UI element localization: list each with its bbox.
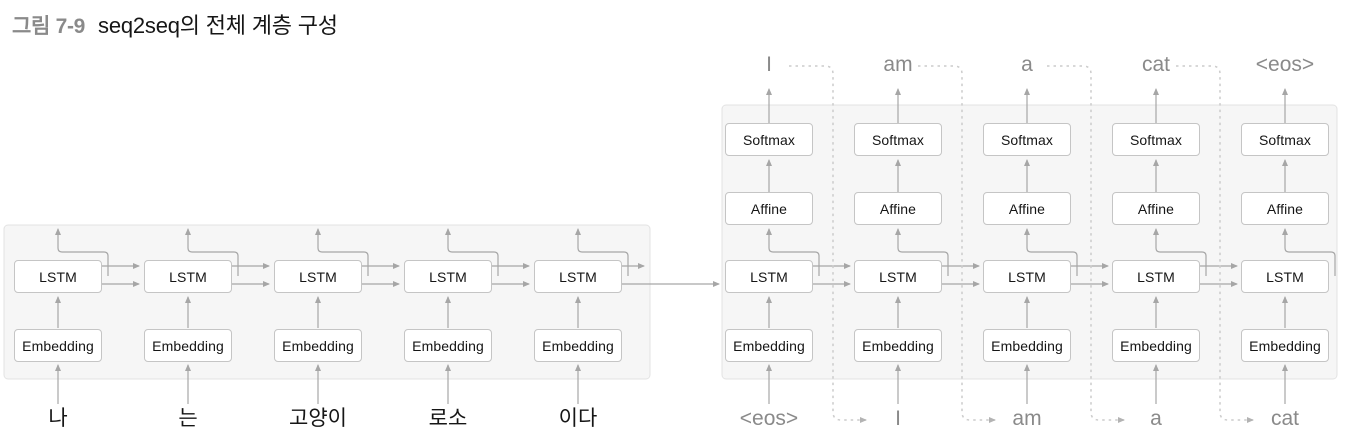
arrow-lstm-hidden-up bbox=[55, 228, 109, 276]
decoder-lstm-box-3: LSTM bbox=[983, 260, 1071, 293]
arrow-lstm-hidden-up bbox=[185, 228, 239, 276]
decoder-embedding-box-2: Embedding bbox=[854, 329, 942, 362]
encoder-embedding-box-1: Embedding bbox=[14, 329, 102, 362]
encoder-lstm-box-2: LSTM bbox=[144, 260, 232, 293]
decoder-affine-box-3: Affine bbox=[983, 192, 1071, 225]
decoder-softmax-box-3: Softmax bbox=[983, 123, 1071, 156]
encoder-lstm-box-3: LSTM bbox=[274, 260, 362, 293]
decoder-softmax-box-4: Softmax bbox=[1112, 123, 1200, 156]
encoder-lstm-box-4: LSTM bbox=[404, 260, 492, 293]
arrow-lstm-to-affine bbox=[766, 228, 820, 276]
decoder-output-word-5: <eos> bbox=[1255, 53, 1315, 76]
encoder-embedding-box-3: Embedding bbox=[274, 329, 362, 362]
decoder-input-word-1: <eos> bbox=[739, 407, 799, 430]
decoder-output-word-2: am bbox=[883, 53, 913, 76]
encoder-arrows bbox=[55, 228, 720, 404]
decoder-output-word-1: I bbox=[766, 53, 772, 76]
encoder-embedding-box-5: Embedding bbox=[534, 329, 622, 362]
arrow-lstm-to-affine bbox=[1282, 228, 1336, 276]
decoder-lstm-box-5: LSTM bbox=[1241, 260, 1329, 293]
decoder-affine-box-5: Affine bbox=[1241, 192, 1329, 225]
decoder-softmax-box-1: Softmax bbox=[725, 123, 813, 156]
decoder-affine-box-1: Affine bbox=[725, 192, 813, 225]
arrow-lstm-hidden-up bbox=[315, 228, 369, 276]
encoder-embedding-box-4: Embedding bbox=[404, 329, 492, 362]
arrow-lstm-to-affine bbox=[1153, 228, 1207, 276]
decoder-input-word-4: a bbox=[1150, 407, 1162, 430]
encoder-lstm-box-5: LSTM bbox=[534, 260, 622, 293]
decoder-affine-box-2: Affine bbox=[854, 192, 942, 225]
arrow-lstm-to-affine bbox=[895, 228, 949, 276]
decoder-embedding-box-4: Embedding bbox=[1112, 329, 1200, 362]
decoder-input-word-5: cat bbox=[1270, 407, 1299, 430]
decoder-lstm-box-2: LSTM bbox=[854, 260, 942, 293]
decoder-output-word-3: a bbox=[1021, 53, 1033, 76]
decoder-panel bbox=[721, 104, 1338, 380]
decoder-affine-box-4: Affine bbox=[1112, 192, 1200, 225]
encoder-input-word-5: 이다 bbox=[558, 407, 598, 430]
encoder-input-word-2: 는 bbox=[178, 407, 198, 430]
encoder-embedding-box-2: Embedding bbox=[144, 329, 232, 362]
decoder-input-word-2: I bbox=[895, 407, 901, 430]
encoder-input-word-4: 로소 bbox=[428, 407, 468, 430]
decoder-embedding-box-5: Embedding bbox=[1241, 329, 1329, 362]
decoder-softmax-box-2: Softmax bbox=[854, 123, 942, 156]
arrow-lstm-hidden-up bbox=[445, 228, 499, 276]
arrow-lstm-hidden-up bbox=[575, 228, 629, 276]
figure-caption: seq2seq의 전체 계층 구성 bbox=[98, 13, 338, 38]
figure-title: 그림 7-9 seq2seq의 전체 계층 구성 bbox=[12, 8, 338, 40]
decoder-embedding-box-3: Embedding bbox=[983, 329, 1071, 362]
encoder-input-word-1: 나 bbox=[48, 407, 68, 430]
decoder-softmax-box-5: Softmax bbox=[1241, 123, 1329, 156]
decoder-lstm-box-4: LSTM bbox=[1112, 260, 1200, 293]
decoder-lstm-box-1: LSTM bbox=[725, 260, 813, 293]
encoder-input-word-3: 고양이 bbox=[289, 407, 347, 430]
figure-number-label: 그림 7-9 bbox=[12, 15, 86, 38]
decoder-arrows bbox=[766, 88, 1336, 404]
arrow-lstm-to-affine bbox=[1024, 228, 1078, 276]
decoder-output-word-4: cat bbox=[1141, 53, 1170, 76]
decoder-embedding-box-1: Embedding bbox=[725, 329, 813, 362]
encoder-lstm-box-1: LSTM bbox=[14, 260, 102, 293]
decoder-input-word-3: am bbox=[1012, 407, 1042, 430]
